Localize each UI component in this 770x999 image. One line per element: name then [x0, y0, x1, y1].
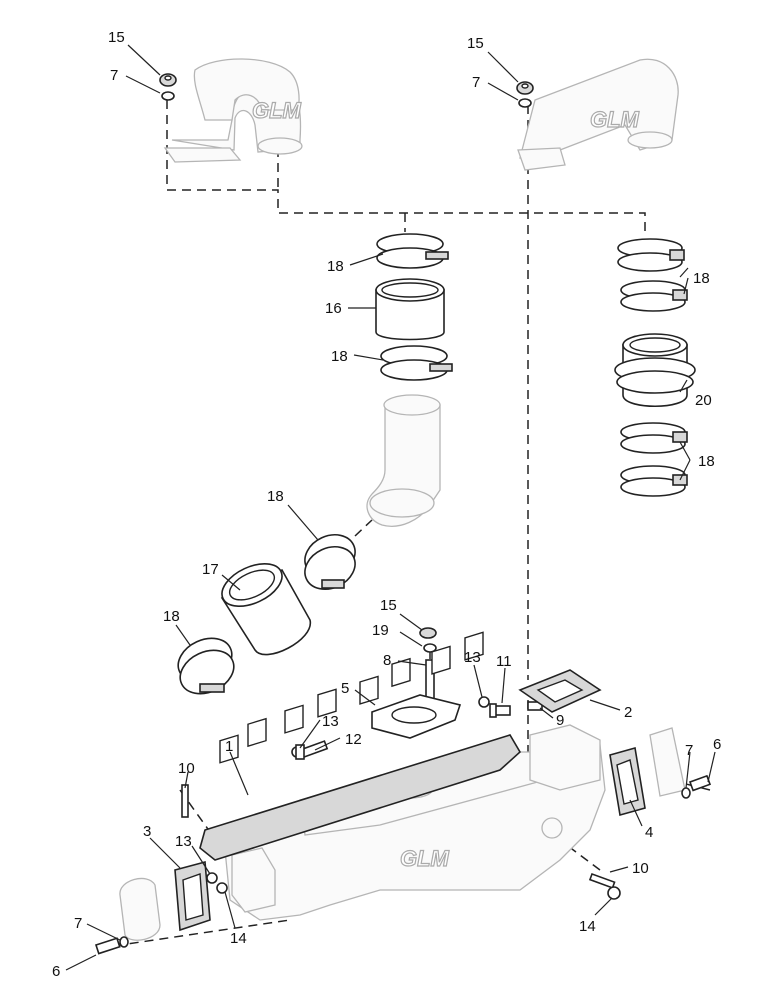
hose-16	[375, 278, 445, 341]
callout-13: 13	[322, 713, 339, 730]
callout-1: 1	[225, 738, 233, 755]
washer-7-right	[681, 787, 691, 799]
callout-16: 16	[325, 300, 342, 317]
nut-15-top-left	[159, 73, 177, 87]
gasket-2	[518, 669, 602, 713]
stud-10-right	[588, 872, 616, 889]
left-exhaust-elbow: GLM	[163, 58, 303, 163]
manifold-gasket-1	[199, 631, 522, 861]
glm-logo-manifold: GLM	[400, 846, 450, 871]
callout-4: 4	[645, 824, 653, 841]
hose-17	[220, 563, 311, 656]
assembly-lines	[99, 100, 711, 949]
callout-18: 18	[331, 348, 348, 365]
hose-clamp-18-right-4	[620, 465, 688, 497]
nut-14-right	[607, 886, 621, 900]
callout-18: 18	[327, 258, 344, 275]
callout-18: 18	[267, 488, 284, 505]
callout-labels: 15 7 15 7 18 16 18 18 20 18 18 17 18 15 …	[52, 29, 721, 980]
callout-14: 14	[579, 918, 596, 935]
callout-2: 2	[624, 704, 632, 721]
bellows-20	[614, 333, 696, 408]
hose-clamp-18-left-upper	[304, 534, 356, 590]
gasket-5	[371, 694, 462, 739]
glm-logo-left-elbow: GLM	[252, 98, 302, 123]
bolt-11	[489, 703, 511, 718]
glm-logo-right-elbow: GLM	[590, 107, 640, 132]
callout-19: 19	[372, 622, 389, 639]
washer-7-top-left	[161, 91, 175, 101]
callout-13: 13	[175, 833, 192, 850]
callout-8: 8	[383, 652, 391, 669]
leader-lines	[65, 44, 716, 971]
callout-18: 18	[693, 270, 710, 287]
hose-clamp-18-upper-center	[376, 233, 449, 269]
end-gasket-4	[609, 746, 646, 817]
washer-7-left	[119, 936, 129, 948]
washer-19	[423, 643, 437, 653]
bolt-6-left	[94, 937, 121, 955]
washer-7-top-right	[518, 98, 532, 108]
callout-15: 15	[108, 29, 125, 46]
nut-14-left	[216, 882, 228, 894]
hose-clamp-18-lower-center	[380, 345, 453, 381]
callout-20: 20	[695, 392, 712, 409]
bolt-6-right	[688, 774, 712, 792]
callout-15: 15	[380, 597, 397, 614]
callout-11: 11	[496, 653, 512, 670]
callout-7: 7	[685, 742, 693, 759]
callout-12: 12	[345, 731, 362, 748]
callout-13: 13	[464, 649, 481, 666]
riser-pipe	[366, 394, 441, 527]
washer-13-center	[478, 696, 490, 708]
end-cover-left	[119, 877, 161, 941]
callout-7: 7	[110, 67, 118, 84]
callout-6: 6	[52, 963, 60, 980]
callout-3: 3	[143, 823, 151, 840]
callout-17: 17	[202, 561, 219, 578]
callout-14: 14	[230, 930, 247, 947]
nut-15-center	[419, 627, 437, 639]
hose-clamp-18-right-2	[620, 280, 688, 312]
callout-6: 6	[713, 736, 721, 753]
washer-13-lower-left	[206, 872, 218, 884]
callout-9: 9	[556, 712, 564, 729]
end-cover-right	[649, 727, 686, 797]
right-exhaust-elbow: GLM	[517, 58, 679, 171]
callout-18: 18	[163, 608, 180, 625]
bolt-12	[295, 740, 329, 760]
hose-clamp-18-right-3	[620, 422, 688, 454]
nut-15-top-right	[516, 81, 534, 95]
callout-15: 15	[467, 35, 484, 52]
end-gasket-3	[174, 860, 211, 932]
callout-7: 7	[472, 74, 480, 91]
callout-10: 10	[178, 760, 195, 777]
hose-clamp-18-right-1	[617, 238, 685, 272]
hose-clamp-18-left-lower	[177, 637, 235, 695]
callout-10: 10	[632, 860, 649, 877]
callout-18: 18	[698, 453, 715, 470]
callout-7: 7	[74, 915, 82, 932]
stud-10-left	[181, 784, 189, 818]
callout-5: 5	[341, 680, 349, 697]
